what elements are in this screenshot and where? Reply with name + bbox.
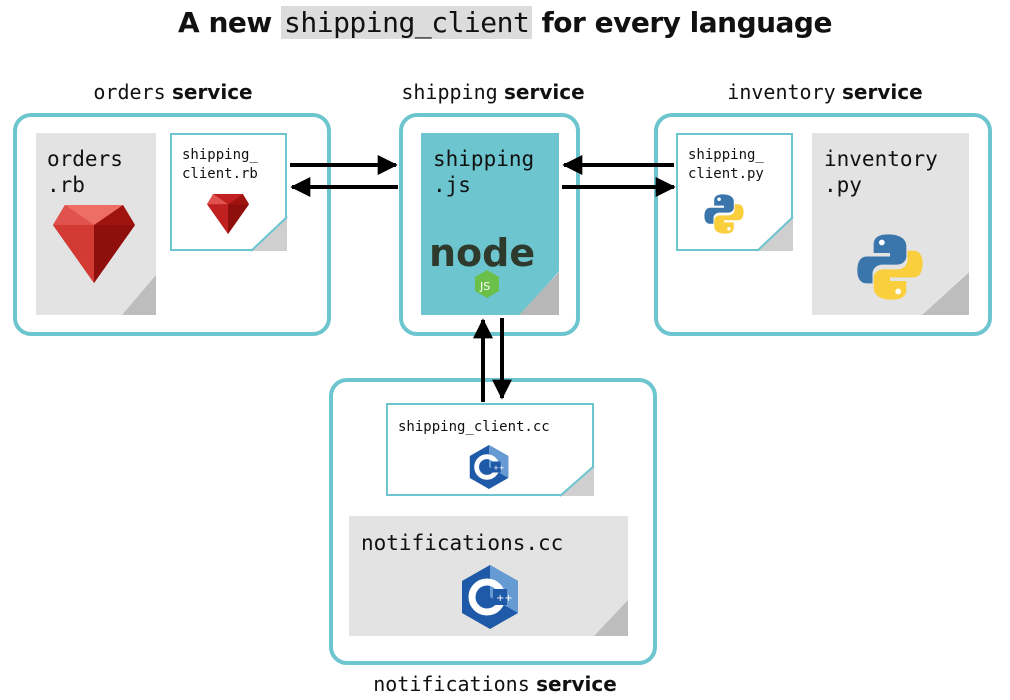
notif-client-fold [559, 465, 595, 497]
diagram-title: A new shipping_client for every language [0, 6, 1010, 39]
orders-service-label: orders service [48, 80, 298, 104]
node-logo-text: node [429, 231, 535, 275]
orders-rb-fold [122, 275, 156, 315]
node-icon: node JS [429, 231, 535, 298]
svg-text:++: ++ [496, 593, 513, 604]
ruby-small-icon [207, 194, 249, 234]
shipping-service-label: shipping service [368, 80, 618, 104]
shipping-service-suffix: service [504, 80, 585, 104]
inventory-service-suffix: service [842, 80, 923, 104]
inventory-client-fold [756, 216, 794, 252]
notif-client-filename: shipping_client.cc [398, 419, 550, 435]
title-suffix: for every language [532, 6, 833, 39]
inventory-client-filename: shipping_ client.py [688, 147, 764, 182]
cpp-icon: ++ [462, 565, 518, 629]
python-icon [857, 234, 923, 300]
orders-service-name: orders [93, 80, 166, 104]
shipping-js-filename: shipping .js [433, 147, 535, 197]
orders-client-fold [250, 216, 288, 252]
orders-client-filename: shipping_ client.rb [182, 147, 258, 182]
cpp-small-icon: ++ [469, 445, 509, 489]
python-small-icon [704, 194, 744, 234]
title-prefix: A new [178, 6, 281, 39]
notif-main-fold [594, 600, 628, 636]
orders-service-suffix: service [171, 80, 253, 104]
notifications-service-name: notifications [373, 672, 530, 696]
notif-main-filename: notifications.cc [361, 531, 564, 555]
inventory-client-file [676, 133, 793, 251]
notifications-service-suffix: service [536, 672, 617, 696]
notifications-service-label: notifications service [330, 672, 660, 696]
inventory-py-fold [922, 272, 969, 315]
inventory-service-label: inventory service [690, 80, 960, 104]
orders-rb-filename: orders .rb [47, 147, 123, 197]
shipping-js-fold [519, 272, 559, 315]
ruby-icon [53, 205, 135, 283]
svg-text:JS: JS [479, 280, 490, 293]
inventory-service-name: inventory [727, 80, 836, 104]
title-code: shipping_client [281, 6, 533, 39]
shipping-service-name: shipping [401, 80, 498, 104]
svg-text:++: ++ [493, 464, 505, 472]
inventory-py-filename: inventory .py [824, 147, 938, 197]
